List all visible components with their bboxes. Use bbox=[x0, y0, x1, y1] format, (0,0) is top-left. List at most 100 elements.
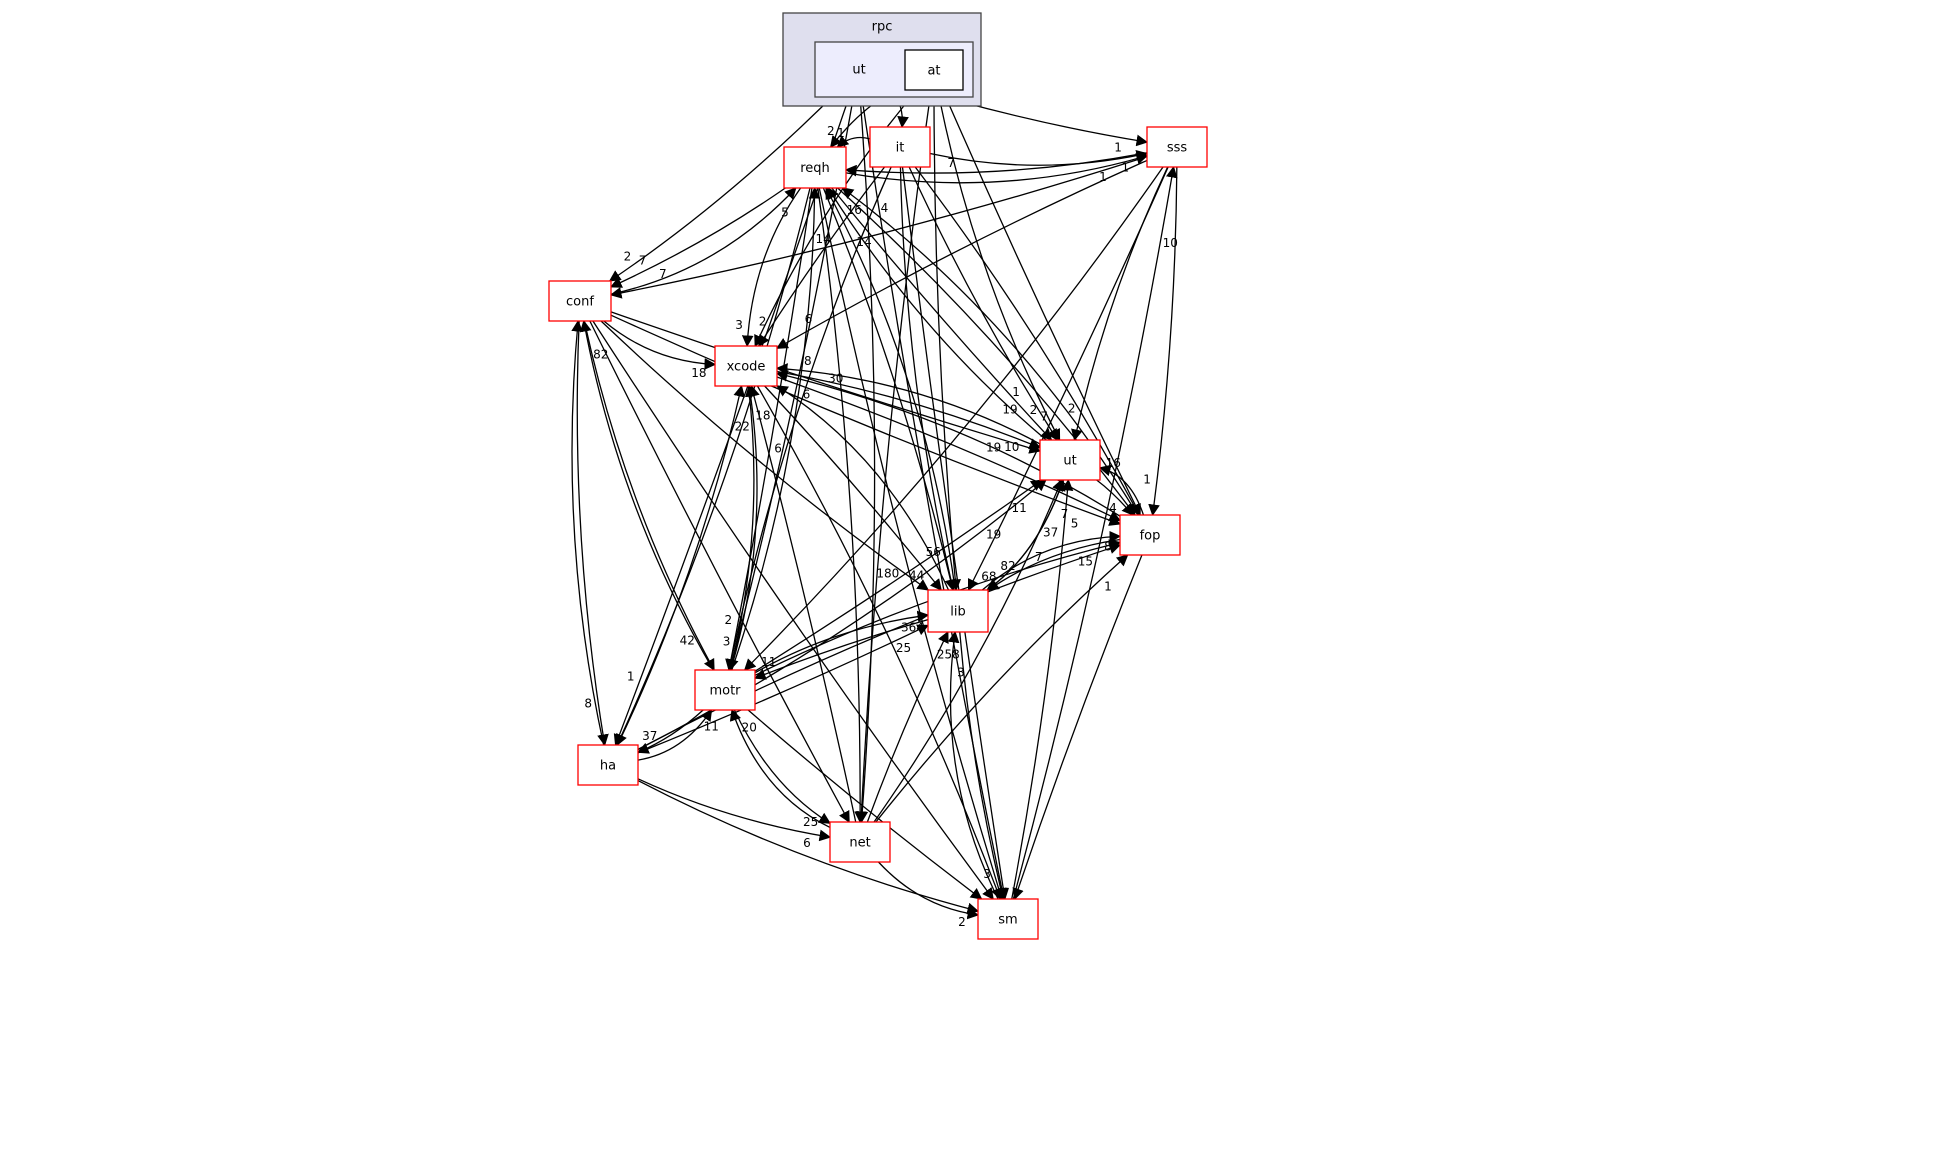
node-fop[interactable]: fop bbox=[1119, 514, 1181, 556]
edge-ha-to-fop[interactable] bbox=[637, 542, 1122, 750]
edge-fop-to-reqh[interactable] bbox=[841, 187, 1139, 516]
edge-fop-to-lib[interactable] bbox=[987, 538, 1121, 591]
edge-sm-to-ut[interactable] bbox=[1011, 478, 1074, 900]
edge-xcode-to-motr[interactable] bbox=[726, 385, 755, 672]
edge-label: 6 bbox=[774, 442, 782, 456]
edge-conf-to-ut[interactable] bbox=[610, 311, 1042, 454]
edge-rput-to-net[interactable] bbox=[856, 79, 876, 824]
edge-fop-to-xcode[interactable] bbox=[775, 370, 1121, 517]
edge-motr-to-reqh[interactable] bbox=[731, 186, 821, 671]
edge-xcode-to-ut[interactable] bbox=[776, 370, 1042, 450]
edge-sss-to-ut[interactable] bbox=[1071, 166, 1169, 442]
edge-ha-to-conf[interactable] bbox=[571, 319, 605, 746]
edge-at-to-ut[interactable] bbox=[937, 89, 1061, 442]
edge-ha-to-motr[interactable] bbox=[637, 709, 713, 761]
edge-sm-to-sss[interactable] bbox=[1012, 165, 1178, 900]
edge-motr-to-ut[interactable] bbox=[754, 479, 1043, 672]
edge-conf-to-lib[interactable] bbox=[600, 320, 930, 591]
edge-it-to-fop[interactable] bbox=[914, 166, 1140, 517]
edge-ha-to-sm[interactable] bbox=[637, 780, 980, 915]
edge-conf-to-xcode[interactable] bbox=[603, 320, 717, 370]
edge-sss-to-lib[interactable] bbox=[967, 166, 1169, 592]
edge-line bbox=[636, 709, 704, 754]
edge-reqh-to-sm[interactable] bbox=[818, 187, 1005, 901]
edge-lib-to-sm[interactable] bbox=[959, 631, 1007, 901]
edge-motr-to-sm[interactable] bbox=[747, 709, 983, 900]
edge-fop-to-sm[interactable] bbox=[1012, 554, 1143, 901]
edge-reqh-to-lib[interactable] bbox=[822, 187, 957, 592]
edge-it-to-ut[interactable] bbox=[908, 166, 1058, 441]
edge-motr-to-lib[interactable] bbox=[754, 610, 930, 674]
node-motr[interactable]: motr bbox=[694, 669, 756, 711]
edge-ut-to-reqh[interactable] bbox=[827, 187, 1047, 441]
node-at[interactable]: at bbox=[904, 49, 964, 91]
edge-sss-to-reqh[interactable] bbox=[844, 152, 1148, 177]
edge-xcode-to-fop[interactable] bbox=[776, 376, 1122, 522]
edge-label: 258 bbox=[937, 647, 960, 661]
edge-reqh-to-ut[interactable] bbox=[831, 187, 1053, 441]
edge-ut-to-fop[interactable] bbox=[1096, 479, 1134, 516]
edge-xcode-to-lib[interactable] bbox=[764, 385, 942, 591]
node-conf[interactable]: conf bbox=[548, 280, 612, 322]
edge-conf-to-motr[interactable] bbox=[583, 320, 715, 672]
edge-motr-to-conf[interactable] bbox=[579, 319, 714, 671]
edge-it-to-reqh[interactable] bbox=[836, 135, 871, 148]
node-sm[interactable]: sm bbox=[977, 898, 1039, 940]
edge-ut-to-xcode[interactable] bbox=[775, 363, 1041, 445]
edge-line bbox=[817, 187, 866, 824]
edge-lib-to-xcode[interactable] bbox=[776, 385, 950, 591]
node-reqh[interactable]: reqh bbox=[783, 146, 847, 189]
edge-lib-to-motr[interactable] bbox=[753, 618, 929, 680]
edge-it-to-lib[interactable] bbox=[899, 166, 957, 592]
edge-conf-to-ha[interactable] bbox=[576, 320, 609, 747]
edge-ha-to-ut[interactable] bbox=[637, 479, 1047, 751]
edge-line bbox=[730, 384, 758, 671]
node-net[interactable]: net bbox=[829, 821, 891, 863]
edge-lib-to-ut[interactable] bbox=[986, 478, 1066, 591]
edge-reqh-to-sss[interactable] bbox=[845, 153, 1149, 184]
edge-at-to-xcode[interactable] bbox=[754, 89, 918, 348]
node-sss[interactable]: sss bbox=[1146, 126, 1208, 168]
edge-net-to-ut[interactable] bbox=[873, 478, 1064, 823]
edge-conf-to-sm[interactable] bbox=[592, 320, 994, 900]
edge-ha-to-net[interactable] bbox=[637, 778, 832, 842]
node-ha[interactable]: ha bbox=[577, 744, 639, 786]
edge-net-to-sm[interactable] bbox=[877, 861, 980, 920]
edge-reqh-to-conf[interactable] bbox=[609, 187, 786, 288]
edge-rput-to-conf[interactable] bbox=[608, 79, 850, 282]
edge-lib-to-reqh[interactable] bbox=[825, 186, 956, 591]
node-lib[interactable]: lib bbox=[927, 589, 989, 633]
edge-net-to-motr[interactable] bbox=[729, 708, 831, 828]
edge-lib-to-fop[interactable] bbox=[981, 530, 1122, 591]
edge-sss-to-fop[interactable] bbox=[1148, 166, 1178, 517]
edge-net-to-lib[interactable] bbox=[866, 630, 949, 823]
node-it[interactable]: it bbox=[869, 126, 931, 168]
edge-it-to-sss[interactable] bbox=[929, 150, 1149, 166]
edge-ha-to-xcode[interactable] bbox=[616, 384, 745, 746]
edge-at-to-lib[interactable] bbox=[933, 89, 962, 592]
edge-sss-to-conf[interactable] bbox=[609, 156, 1148, 299]
edge-at-to-net[interactable] bbox=[855, 89, 932, 824]
edge-conf-to-fop[interactable] bbox=[610, 314, 1122, 526]
edge-reqh-to-motr[interactable] bbox=[725, 187, 813, 672]
edge-reqh-to-ha[interactable] bbox=[616, 187, 811, 747]
edge-sss-to-xcode[interactable] bbox=[775, 159, 1148, 349]
edge-ha-to-lib[interactable] bbox=[637, 624, 930, 754]
edge-xcode-to-sm[interactable] bbox=[756, 385, 1003, 901]
edge-sm-to-lib[interactable] bbox=[947, 630, 999, 900]
edge-it-to-motr[interactable] bbox=[725, 166, 892, 672]
edge-net-to-xcode[interactable] bbox=[748, 384, 857, 823]
edge-motr-to-ha[interactable] bbox=[636, 709, 704, 754]
edge-at-to-fop[interactable] bbox=[942, 89, 1141, 517]
edge-motr-to-xcode[interactable] bbox=[730, 384, 758, 671]
edge-conf-to-net[interactable] bbox=[589, 320, 850, 824]
edge-net-to-fop[interactable] bbox=[875, 554, 1129, 823]
edge-reqh-to-xcode[interactable] bbox=[741, 187, 802, 348]
edge-reqh-to-net[interactable] bbox=[817, 187, 866, 824]
node-ut[interactable]: ut bbox=[1039, 439, 1101, 481]
edge-motr-to-net[interactable] bbox=[733, 709, 831, 824]
edge-fop-to-ut[interactable] bbox=[1098, 464, 1145, 516]
edge-conf-to-reqh[interactable] bbox=[610, 187, 797, 295]
edge-line bbox=[616, 187, 811, 747]
node-xcode[interactable]: xcode bbox=[714, 345, 778, 387]
